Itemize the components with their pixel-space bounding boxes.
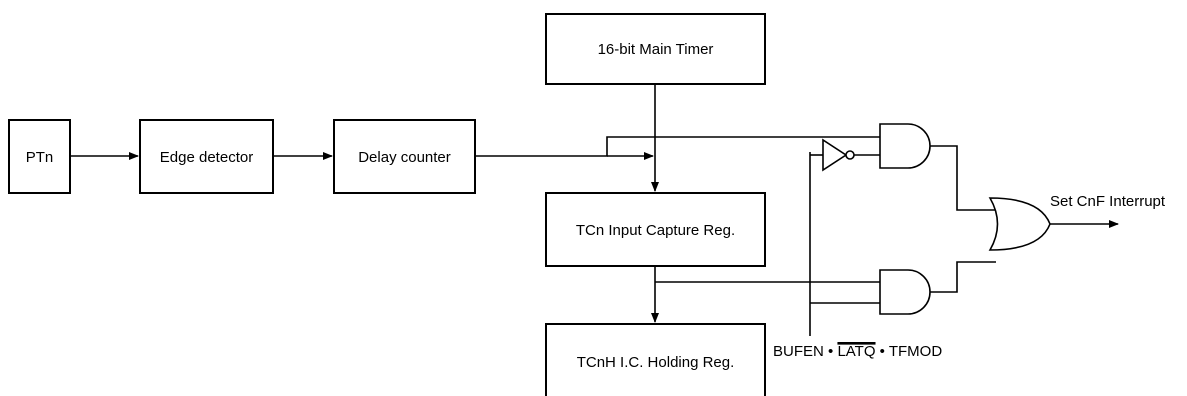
ptn-label: PTn	[26, 149, 54, 166]
delay-counter-block: Delay counter	[333, 119, 476, 194]
condition-part-bufen: BUFEN •	[773, 343, 837, 360]
holding-reg-label: TCnH I.C. Holding Reg.	[577, 354, 735, 371]
inverter-gate	[822, 138, 855, 172]
delay-counter-label: Delay counter	[358, 149, 451, 166]
input-capture-block: TCn Input Capture Reg.	[545, 192, 766, 267]
input-capture-label: TCn Input Capture Reg.	[576, 222, 735, 239]
holding-reg-block: TCnH I.C. Holding Reg.	[545, 323, 766, 396]
ptn-block: PTn	[8, 119, 71, 194]
and2-to-or-wire	[930, 261, 996, 293]
or-gate	[988, 197, 1051, 251]
delay-output-wire	[475, 136, 880, 157]
and-gate-upper	[879, 123, 931, 169]
main-timer-block: 16-bit Main Timer	[545, 13, 766, 85]
condition-part-tfmod: • TFMOD	[876, 343, 943, 360]
and-gate-lower	[879, 269, 931, 315]
main-timer-label: 16-bit Main Timer	[598, 41, 714, 58]
edge-detector-block: Edge detector	[139, 119, 274, 194]
and1-to-or-wire	[930, 145, 996, 211]
edge-detector-label: Edge detector	[160, 149, 253, 166]
condition-label: BUFEN • LATQ • TFMOD	[773, 343, 942, 360]
interrupt-output-label: Set CnF Interrupt	[1050, 193, 1166, 210]
condition-part-latq: LATQ	[837, 343, 875, 360]
